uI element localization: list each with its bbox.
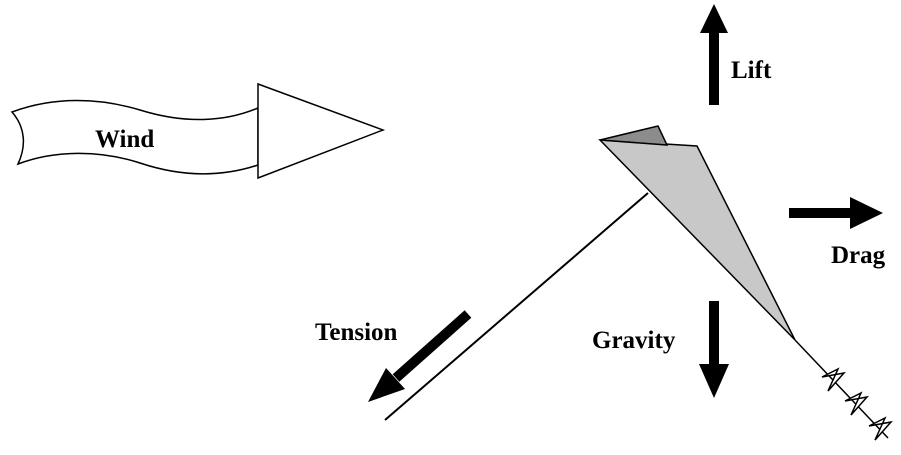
kite	[598, 125, 796, 341]
wind-label: Wind	[95, 126, 155, 153]
wind-arrow-shaft	[10, 99, 259, 175]
drag-label: Drag	[831, 242, 886, 269]
lift-label: Lift	[731, 57, 772, 84]
kite-tail-line	[794, 339, 889, 439]
tail-bow-2	[844, 391, 870, 416]
wind-arrow	[10, 82, 386, 180]
kite-fold	[599, 125, 669, 146]
gravity-label: Gravity	[592, 327, 676, 354]
kite-body	[598, 139, 796, 341]
tension-label: Tension	[315, 319, 398, 346]
wind-arrow-head	[257, 82, 386, 180]
tail-bow-1	[821, 367, 847, 392]
tension-arrow	[368, 310, 472, 402]
kite-string	[384, 192, 649, 421]
drag-arrow	[789, 197, 883, 229]
gravity-arrow	[699, 301, 729, 398]
kite-tail	[794, 339, 894, 441]
tail-bow-3	[868, 416, 894, 441]
lift-arrow	[700, 4, 728, 105]
